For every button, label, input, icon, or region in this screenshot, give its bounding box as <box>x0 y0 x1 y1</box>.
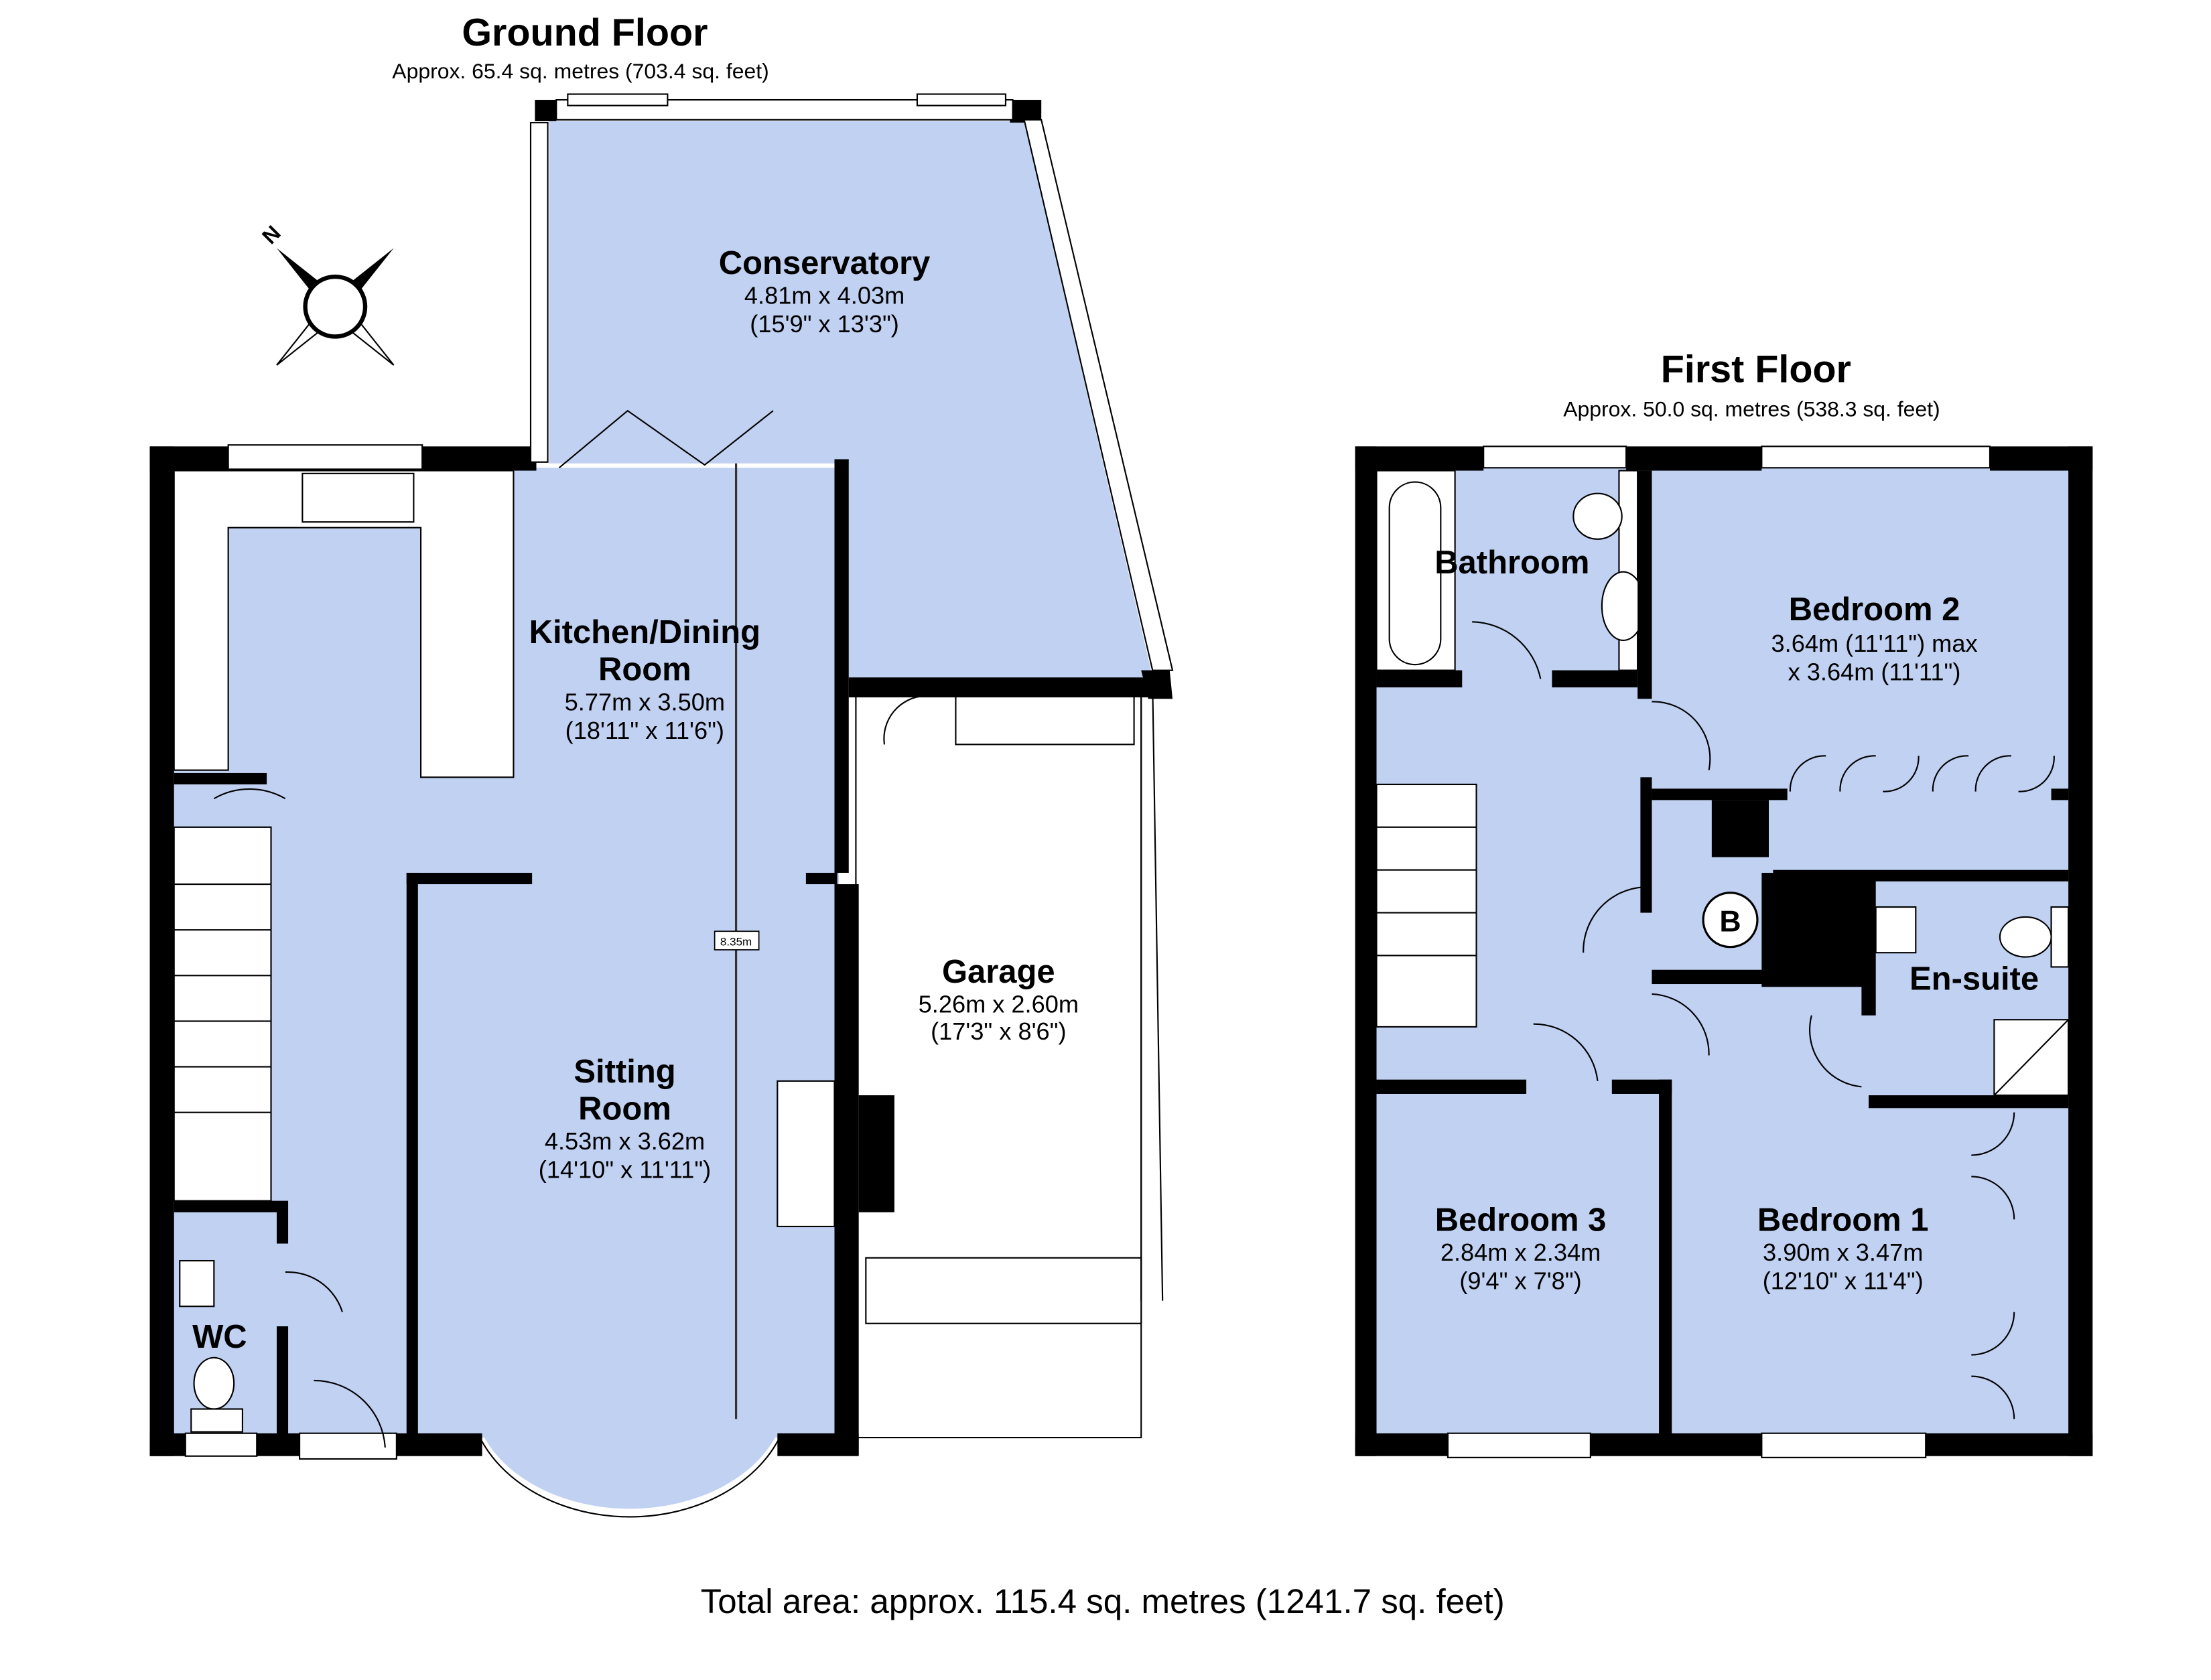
kitchen-metric: 5.77m x 3.50m <box>565 688 725 715</box>
ground-stairs <box>173 826 272 1202</box>
wardrobe-doors <box>1789 755 2055 1419</box>
total-area: Total area: approx. 115.4 sq. metres (12… <box>701 1582 1505 1620</box>
compass-icon <box>276 248 395 366</box>
boiler-label: B <box>1719 905 1741 938</box>
bathroom-toilet <box>1572 492 1623 540</box>
first-floor-title: First Floor <box>1661 348 1851 391</box>
compass-north-label: N <box>257 220 285 249</box>
conservatory-name: Conservatory <box>719 245 931 281</box>
ground-windows <box>184 93 1174 1460</box>
sitting-metric: 4.53m x 3.62m <box>545 1127 705 1155</box>
bedroom3-imperial: (9'4" x 7'8") <box>1459 1267 1581 1295</box>
sitting-name: Sitting <box>574 1054 675 1090</box>
first-windows <box>1447 445 1991 1458</box>
first-floor-area: Approx. 50.0 sq. metres (538.3 sq. feet) <box>1563 397 1940 421</box>
garage-name: Garage <box>942 954 1055 990</box>
wc-name: WC <box>192 1319 247 1355</box>
bathroom-name: Bathroom <box>1434 545 1589 581</box>
garage-imperial: (17'3" x 8'6") <box>931 1018 1066 1045</box>
bedroom1-name: Bedroom 1 <box>1757 1202 1929 1238</box>
door-swing <box>213 695 925 1448</box>
sitting-name-2: Room <box>578 1091 671 1127</box>
ground-floor-area: Approx. 65.4 sq. metres (703.4 sq. feet) <box>392 59 768 83</box>
first-stairs <box>1376 783 1477 1028</box>
bedroom3-name: Bedroom 3 <box>1435 1202 1607 1238</box>
kitchen-sink <box>302 472 415 523</box>
kitchen-imperial: (18'11" x 11'6") <box>565 717 724 744</box>
kitchen-name-2: Room <box>598 652 691 688</box>
ensuite-name: En-suite <box>1910 961 2039 997</box>
bifold-door <box>558 409 774 469</box>
ground-floor-title: Ground Floor <box>462 11 708 54</box>
bedroom1-metric: 3.90m x 3.47m <box>1763 1239 1923 1266</box>
kitchen-worktop <box>173 470 515 778</box>
bedroom3-metric: 2.84m x 2.34m <box>1440 1239 1601 1266</box>
wc-toilet <box>193 1356 235 1410</box>
bedroom2-name: Bedroom 2 <box>1789 591 1960 628</box>
boiler-icon <box>1702 892 1759 949</box>
kitchen-name: Kitchen/Dining <box>529 614 760 650</box>
bay-window-floor <box>482 1433 778 1509</box>
first-floor-plan: First Floor Approx. 50.0 sq. metres (538… <box>1355 348 2093 1458</box>
bedroom2-dim1: 3.64m (11'11") max <box>1771 630 1978 657</box>
measure-label: 8.35m <box>720 936 752 949</box>
ground-walls <box>149 100 1173 1456</box>
garage-floor <box>855 695 1142 1439</box>
sitting-imperial: (14'10" x 11'11") <box>539 1156 711 1184</box>
wc-basin <box>179 1260 215 1308</box>
conservatory-metric: 4.81m x 4.03m <box>744 281 904 309</box>
bedroom2-dim2: x 3.64m (11'11") <box>1788 658 1961 686</box>
conservatory-floor <box>549 121 1153 678</box>
door-swing <box>1472 621 1862 1088</box>
first-walls <box>1355 446 2093 1456</box>
bedroom1-imperial: (12'10" x 11'4") <box>1763 1267 1924 1295</box>
garage-metric: 5.26m x 2.60m <box>919 991 1079 1018</box>
conservatory-imperial: (15'9" x 13'3") <box>750 310 899 338</box>
ground-floor-plan: Ground Floor Approx. 65.4 sq. metres (70… <box>149 11 1174 1518</box>
